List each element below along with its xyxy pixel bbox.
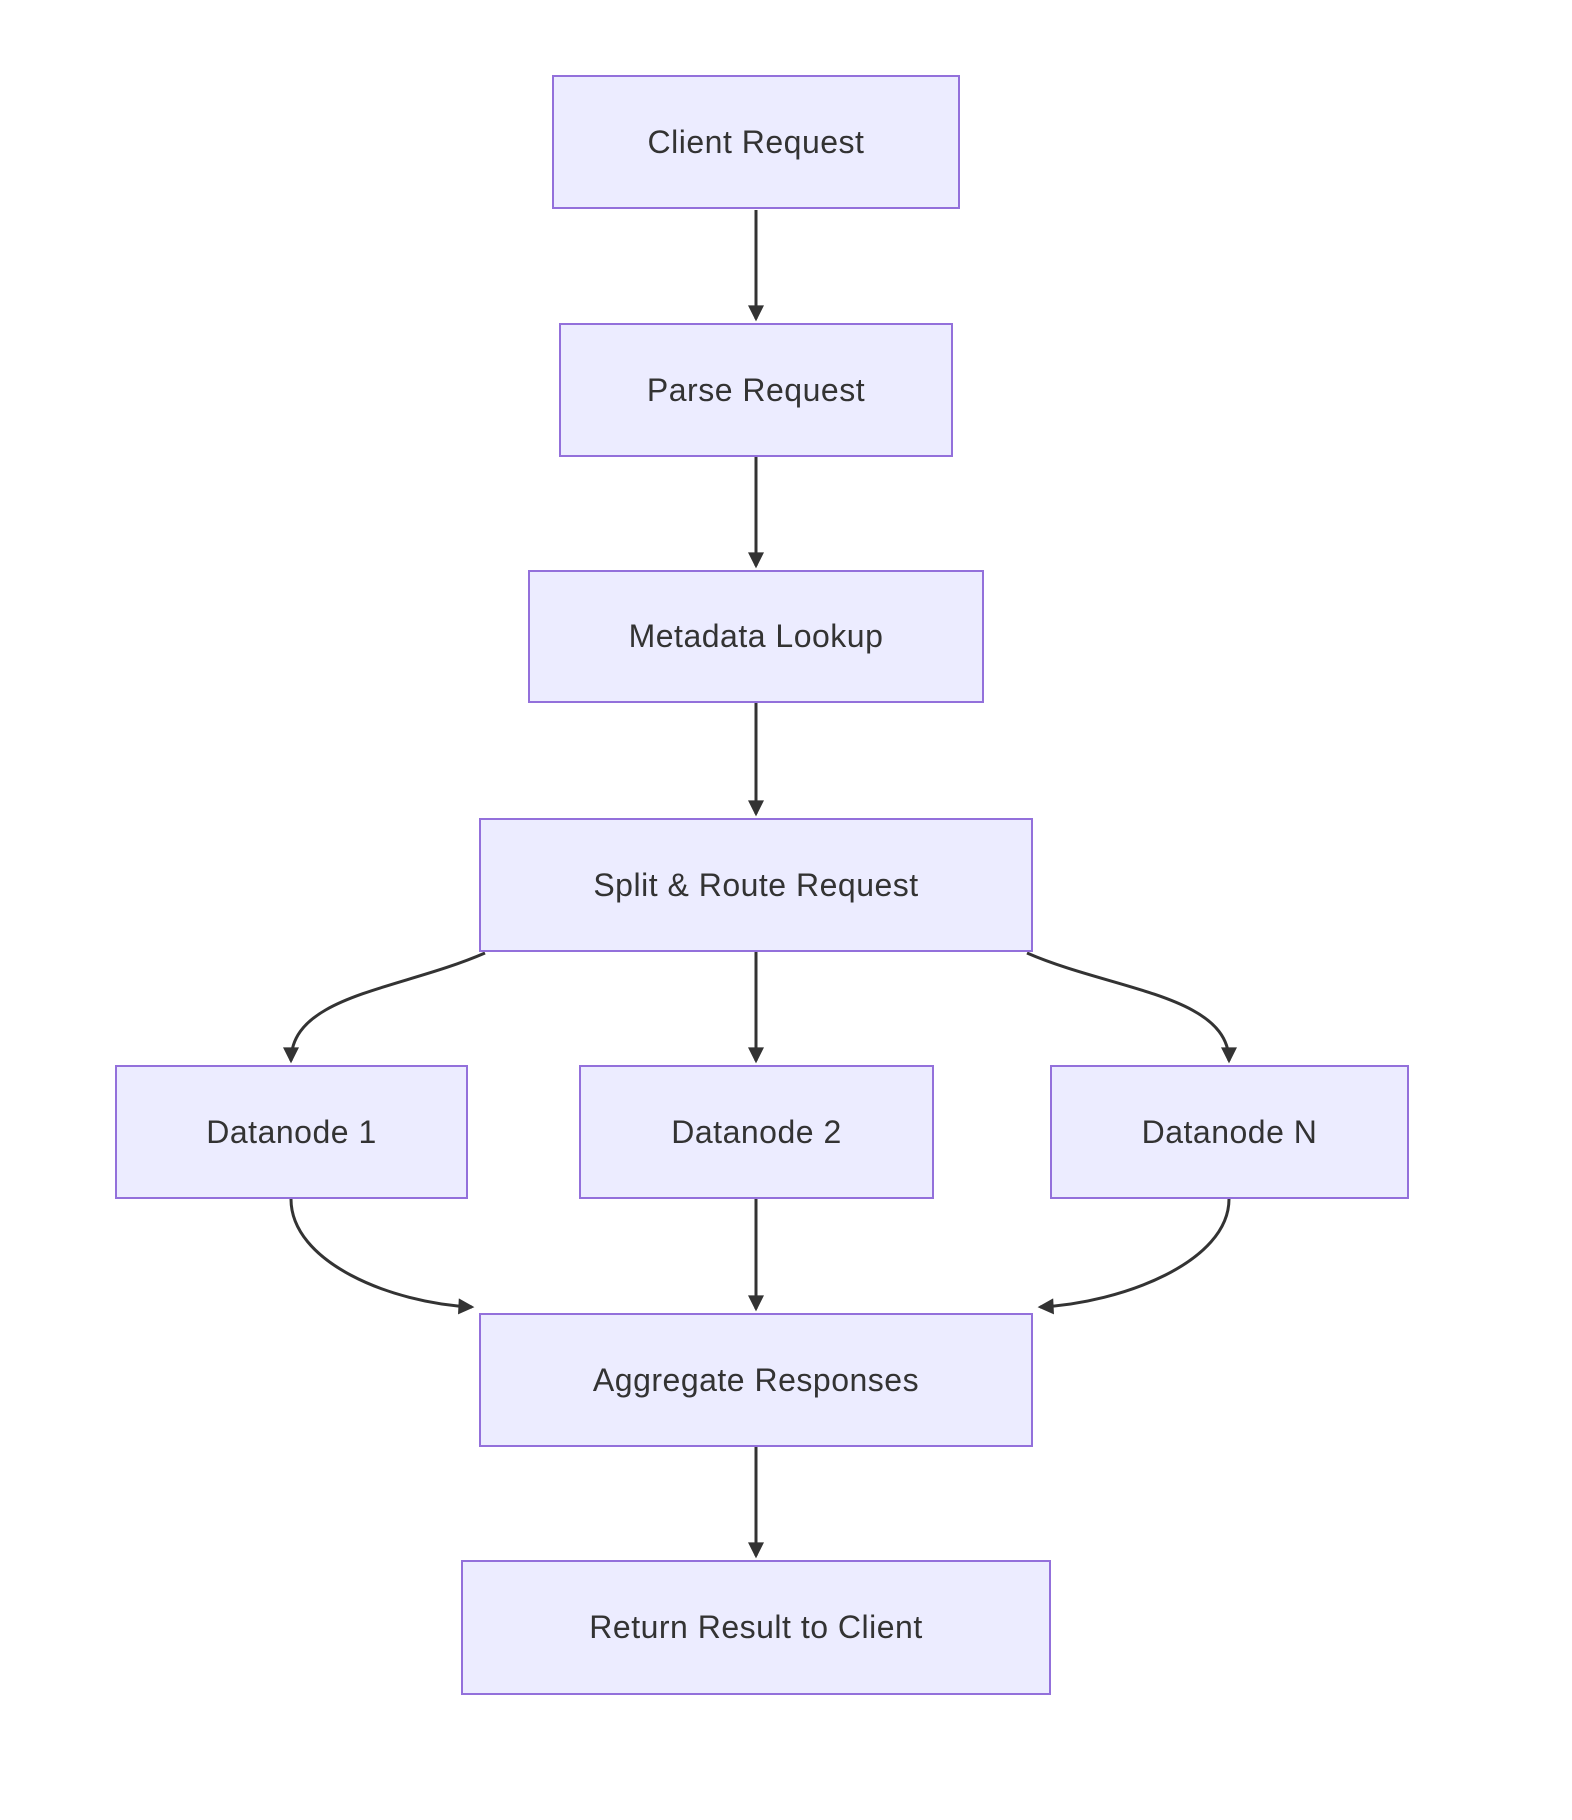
node-parse-request-label: Parse Request <box>646 371 866 408</box>
node-datanode-n-label: Datanode N <box>1141 1113 1318 1150</box>
node-metadata-lookup-label: Metadata Lookup <box>628 618 884 654</box>
node-client-request: Client Request <box>552 75 960 209</box>
node-datanode-1-label: Datanode 1 <box>206 1113 377 1150</box>
node-datanode-1: Datanode 1 <box>115 1065 468 1199</box>
node-datanode-n: Datanode N <box>1050 1065 1409 1199</box>
edge-split-to-datanodeN <box>1026 951 1237 1064</box>
node-split-route-request: Split & Route Request <box>479 818 1033 952</box>
edge-datanodeN-to-aggregate <box>1037 1198 1231 1315</box>
node-datanode-2: Datanode 2 <box>579 1065 934 1199</box>
edge-split-to-datanode1 <box>283 951 486 1064</box>
node-datanode-2-label: Datanode 2 <box>671 1113 842 1150</box>
node-return-result-to-client: Return Result to Client <box>461 1560 1051 1695</box>
node-parse-request: Parse Request <box>559 323 953 457</box>
node-aggregate-responses-label: Aggregate Responses <box>592 1361 920 1398</box>
node-aggregate-responses: Aggregate Responses <box>479 1313 1033 1447</box>
node-split-route-request-label: Split & Route Request <box>593 866 919 903</box>
edge-datanode1-to-aggregate <box>289 1198 475 1315</box>
node-metadata-lookup: Metadata Lookup <box>528 570 984 703</box>
node-return-result-to-client-label: Return Result to Client <box>589 1609 923 1645</box>
node-client-request-label: Client Request <box>647 123 865 160</box>
